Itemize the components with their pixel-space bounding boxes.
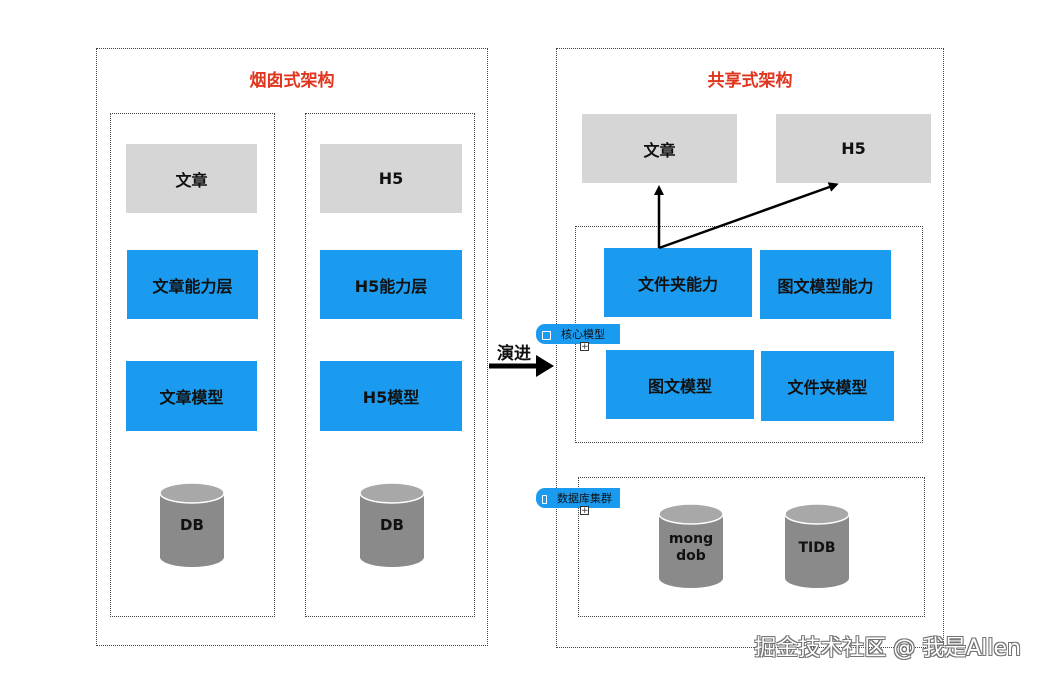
article-model-box: 文章模型 (126, 361, 257, 431)
lock-icon (542, 494, 547, 504)
arrow-to-h5 (658, 182, 839, 250)
mongodb-database-icon: mongdob (658, 503, 724, 589)
article-database-label: DB (180, 516, 204, 534)
tidb-database-icon: TIDB (784, 503, 850, 589)
shared-article-app-box: 文章 (582, 114, 737, 183)
shared-architecture-frame (556, 48, 944, 648)
lock-icon (542, 330, 551, 340)
chimney-architecture-frame (96, 48, 488, 646)
core-model-tag-label: 核心模型 (561, 328, 605, 341)
evolve-arrow-head (536, 355, 554, 377)
article-app-box: 文章 (126, 144, 257, 213)
expand-plus-icon[interactable]: + (580, 342, 589, 352)
h5-model-box: H5模型 (320, 361, 462, 431)
image-text-model-box: 图文模型 (606, 350, 754, 419)
tidb-database-label: TIDB (798, 540, 836, 556)
image-text-model-capability-box: 图文模型能力 (760, 250, 891, 319)
article-column-frame (110, 113, 275, 617)
h5-database-icon: DB (359, 482, 425, 568)
folder-capability-box: 文件夹能力 (604, 248, 752, 317)
shared-h5-app-box: H5 (776, 114, 931, 183)
evolve-label: 演进 (497, 344, 531, 364)
core-model-tag: 核心模型 (536, 324, 620, 344)
article-capability-box: 文章能力层 (127, 250, 258, 319)
chimney-architecture-title: 烟囱式架构 (249, 71, 335, 91)
database-cluster-tag: 数据库集群 (536, 488, 620, 508)
article-database-icon: DB (159, 482, 225, 568)
watermark: 掘金技术社区 @ 我是Allen (754, 636, 1021, 661)
h5-app-box: H5 (320, 144, 462, 213)
expand-plus-icon[interactable]: + (580, 506, 589, 516)
database-cluster-frame (578, 477, 925, 617)
shared-architecture-title: 共享式架构 (707, 71, 793, 91)
h5-database-label: DB (380, 516, 404, 534)
folder-model-box: 文件夹模型 (761, 351, 894, 421)
mongodb-database-label: mongdob (668, 531, 714, 564)
h5-capability-box: H5能力层 (320, 250, 462, 319)
database-cluster-tag-label: 数据库集群 (557, 492, 612, 505)
h5-column-frame (305, 113, 475, 617)
